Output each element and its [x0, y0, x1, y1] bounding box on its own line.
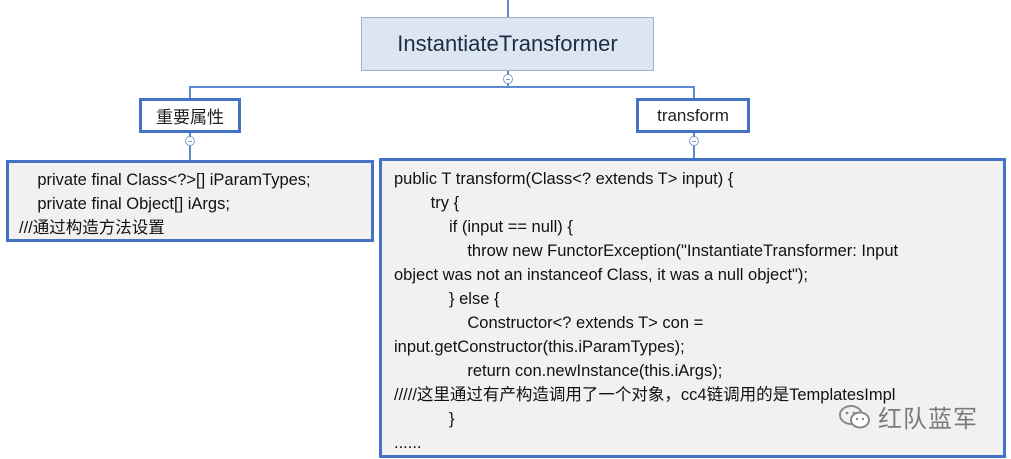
- wechat-icon: [839, 404, 870, 428]
- branch-node-label: transform: [657, 105, 729, 125]
- code-line: try {: [394, 194, 460, 212]
- watermark: 红队蓝军: [838, 399, 978, 434]
- branch-node-important-properties[interactable]: 重要属性: [139, 98, 241, 133]
- connector-left-note: [189, 133, 191, 160]
- note-line: ///通过构造方法设置: [19, 219, 165, 237]
- root-collapse-icon[interactable]: [503, 74, 513, 84]
- watermark-text: 红队蓝军: [878, 406, 978, 433]
- branch-node-label: 重要属性: [156, 108, 224, 127]
- note-line: private final Object[] iArgs;: [19, 195, 230, 213]
- code-line: } else {: [394, 290, 500, 308]
- left-branch-collapse-icon[interactable]: [185, 136, 195, 146]
- code-line: }: [394, 410, 455, 428]
- root-node[interactable]: InstantiateTransformer: [361, 17, 654, 71]
- code-line: input.getConstructor(this.iParamTypes);: [394, 338, 685, 356]
- properties-note[interactable]: private final Class<?>[] iParamTypes; pr…: [6, 160, 374, 242]
- root-node-label: InstantiateTransformer: [397, 31, 618, 56]
- code-line: return con.newInstance(this.iArgs);: [394, 362, 723, 380]
- connector-top: [507, 0, 509, 17]
- connector-right-down: [693, 86, 695, 98]
- code-line: public T transform(Class<? extends T> in…: [394, 170, 734, 188]
- connector-horizontal: [189, 86, 695, 88]
- connector-left-down: [189, 86, 191, 98]
- transform-code-note[interactable]: public T transform(Class<? extends T> in…: [379, 158, 1006, 458]
- note-line: private final Class<?>[] iParamTypes;: [19, 171, 311, 189]
- code-line: if (input == null) {: [394, 218, 573, 236]
- code-line: object was not an instanceof Class, it w…: [394, 266, 808, 284]
- code-line: ......: [394, 434, 422, 452]
- code-line: throw new FunctorException("InstantiateT…: [394, 242, 899, 260]
- right-branch-collapse-icon[interactable]: [689, 136, 699, 146]
- code-line: /////这里通过有产构造调用了一个对象，cc4链调用的是TemplatesIm…: [394, 386, 896, 404]
- code-line: Constructor<? extends T> con =: [394, 314, 704, 332]
- branch-node-transform[interactable]: transform: [636, 98, 750, 133]
